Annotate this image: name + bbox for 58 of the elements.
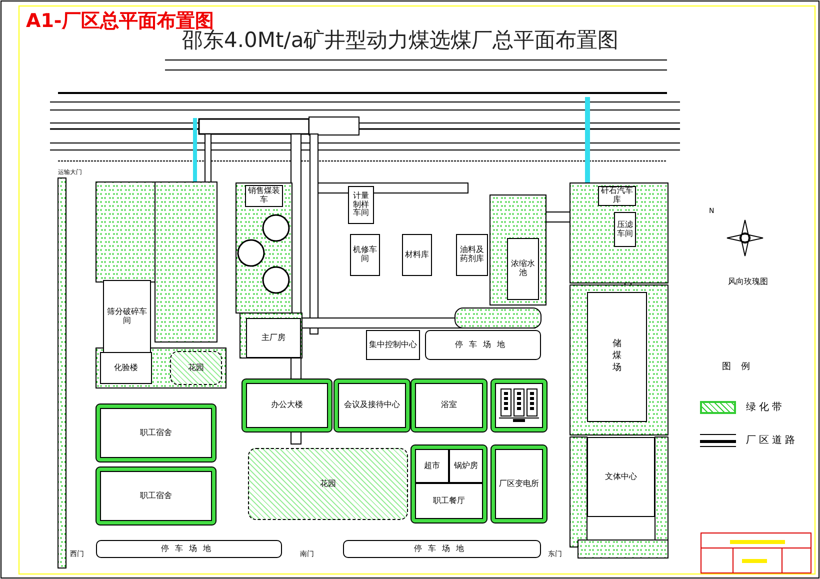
building-label: 花园 xyxy=(187,364,205,372)
building-box xyxy=(338,383,406,428)
building-box xyxy=(246,383,328,428)
building-label: 矸石汽车库 xyxy=(600,187,634,205)
parking-area xyxy=(425,330,541,360)
building-grid-box xyxy=(246,318,301,358)
building-box xyxy=(449,449,483,483)
building-box xyxy=(456,234,488,276)
building-label: 材料库 xyxy=(404,250,430,260)
building-label: 职工宿舍 xyxy=(139,492,173,500)
building-box xyxy=(495,449,543,519)
building-label: 停车场地 xyxy=(454,340,512,350)
building-label: 集中控制中心 xyxy=(368,340,418,350)
building-box xyxy=(350,234,380,276)
parking-area xyxy=(343,540,541,558)
building-label: 停车场地 xyxy=(160,544,218,554)
building-label: 花园 xyxy=(319,480,337,488)
building-label: 主厂房 xyxy=(260,334,286,342)
building-box xyxy=(366,330,420,360)
building-box xyxy=(100,471,212,521)
building-label: 计量制样车间 xyxy=(352,192,370,218)
building-box xyxy=(415,483,483,519)
building-label: 厂区变电所 xyxy=(498,480,540,488)
building-label: 销售煤装车 xyxy=(247,187,281,205)
garden-area xyxy=(170,351,222,385)
building-label: 职工宿舍 xyxy=(139,428,173,438)
building-label: 超市 xyxy=(423,462,441,470)
legend-title: 图例 xyxy=(722,361,760,373)
storage-yard xyxy=(587,292,647,422)
building-label: 压滤车间 xyxy=(616,220,634,238)
building-label: 锅炉房 xyxy=(453,462,479,470)
building-box xyxy=(100,352,152,384)
building-label: 浓缩水池 xyxy=(510,260,536,278)
building-grid-box xyxy=(103,280,151,354)
legend-label: 绿化带 xyxy=(746,400,785,414)
building-box xyxy=(100,408,212,458)
building-box xyxy=(415,383,483,428)
building-box xyxy=(402,234,432,276)
building-label: 会议及接待中心 xyxy=(343,401,401,410)
wind-rose-caption: 风向玫瑰图 xyxy=(728,276,768,287)
building-box xyxy=(415,449,449,483)
building-label: 筛分破碎车间 xyxy=(106,308,148,326)
building-box xyxy=(507,238,539,300)
building-label: 油料及药剂库 xyxy=(459,246,485,264)
building-box xyxy=(614,212,636,247)
building-label: 办公大楼 xyxy=(270,401,304,410)
building-label: 文体中心 xyxy=(604,472,638,482)
building-box xyxy=(587,437,655,517)
building-label: 机修车间 xyxy=(352,246,378,264)
building-label: 化验楼 xyxy=(113,364,139,372)
building-label: 职工餐厅 xyxy=(432,496,466,506)
garden-area xyxy=(248,448,408,520)
building-label: 浴室 xyxy=(440,401,458,410)
legend-label: 厂区道路 xyxy=(746,434,798,447)
parking-area xyxy=(96,540,282,558)
building-label: 储煤场 xyxy=(611,339,622,375)
building-label: 停车场地 xyxy=(413,544,471,554)
building-box xyxy=(348,186,374,224)
